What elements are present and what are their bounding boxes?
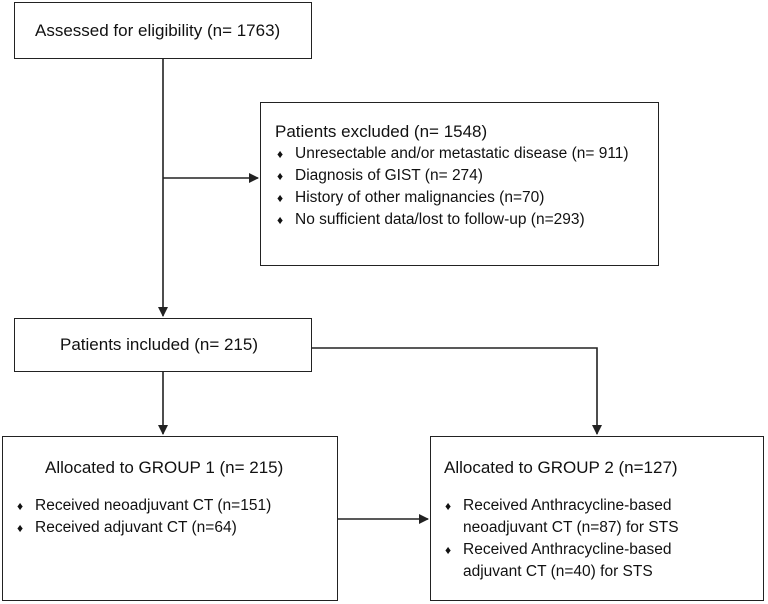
bullet-icon: ♦ xyxy=(277,213,284,227)
arrow-included-to-group2 xyxy=(312,347,602,435)
bullet-icon: ♦ xyxy=(277,147,284,161)
excluded-title: Patients excluded (n= 1548) xyxy=(275,122,488,141)
exclusion-item: ♦ Diagnosis of GIST (n= 274) xyxy=(277,165,629,187)
group1-list: ♦ Received neoadjuvant CT (n=151) ♦ Rece… xyxy=(17,495,271,539)
assessed-box: Assessed for eligibility (n= 1763) xyxy=(14,2,312,59)
group2-title: Allocated to GROUP 2 (n=127) xyxy=(444,458,678,477)
assessed-label: Assessed for eligibility (n= 1763) xyxy=(35,21,281,40)
group2-item-continuation: adjuvant CT (n=40) for STS xyxy=(463,563,653,580)
included-box: Patients included (n= 215) xyxy=(14,318,312,372)
group2-item: ♦ Received Anthracycline-based xyxy=(445,539,679,561)
exclusion-item-text: History of other malignancies (n=70) xyxy=(295,189,545,206)
group2-list: ♦ Received Anthracycline-based neoadjuva… xyxy=(445,495,679,583)
group1-box: Allocated to GROUP 1 (n= 215) ♦ Received… xyxy=(2,436,338,601)
bullet-icon: ♦ xyxy=(17,521,24,535)
exclusion-item-text: Unresectable and/or metastatic disease (… xyxy=(295,145,629,162)
exclusion-item-text: No sufficient data/lost to follow-up (n=… xyxy=(295,211,585,228)
bullet-icon: ♦ xyxy=(445,499,452,513)
group1-item-text: Received neoadjuvant CT (n=151) xyxy=(35,497,272,514)
group1-title: Allocated to GROUP 1 (n= 215) xyxy=(45,458,284,477)
exclusion-item: ♦ No sufficient data/lost to follow-up (… xyxy=(277,209,629,231)
group2-item-text: Received Anthracycline-based xyxy=(463,541,672,558)
group1-item: ♦ Received adjuvant CT (n=64) xyxy=(17,517,271,539)
excluded-box: Patients excluded (n= 1548) ♦ Unresectab… xyxy=(260,102,659,266)
bullet-icon: ♦ xyxy=(277,191,284,205)
bullet-icon: ♦ xyxy=(277,169,284,183)
group2-item-continuation: neoadjuvant CT (n=87) for STS xyxy=(463,519,679,536)
included-label: Patients included (n= 215) xyxy=(60,335,258,354)
exclusion-item: ♦ History of other malignancies (n=70) xyxy=(277,187,629,209)
group2-item: ♦ Received Anthracycline-based xyxy=(445,495,679,517)
group2-item-text: Received Anthracycline-based xyxy=(463,497,672,514)
bullet-icon: ♦ xyxy=(445,543,452,557)
exclusion-item: ♦ Unresectable and/or metastatic disease… xyxy=(277,143,629,165)
group2-box: Allocated to GROUP 2 (n=127) ♦ Received … xyxy=(430,436,764,601)
bullet-icon: ♦ xyxy=(17,499,24,513)
group1-item-text: Received adjuvant CT (n=64) xyxy=(35,519,237,536)
excluded-list: ♦ Unresectable and/or metastatic disease… xyxy=(277,143,629,231)
group1-item: ♦ Received neoadjuvant CT (n=151) xyxy=(17,495,271,517)
exclusion-item-text: Diagnosis of GIST (n= 274) xyxy=(295,167,483,184)
